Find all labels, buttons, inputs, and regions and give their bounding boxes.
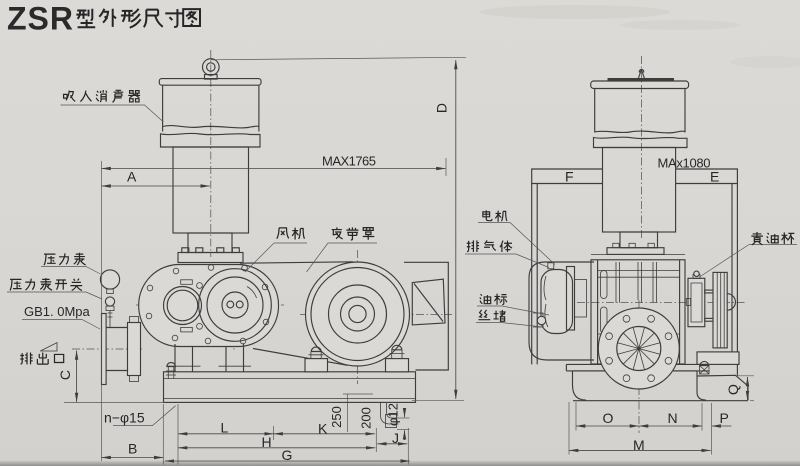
- svg-text:L: L: [221, 419, 229, 435]
- svg-text:E: E: [710, 169, 719, 185]
- svg-text:O: O: [603, 410, 614, 426]
- svg-text:ZSR: ZSR: [7, 1, 73, 37]
- svg-text:MAX1765: MAX1765: [322, 154, 376, 169]
- svg-text:J: J: [392, 430, 399, 446]
- svg-text:K: K: [318, 420, 328, 436]
- svg-text:GB1. 0Mpa: GB1. 0Mpa: [24, 304, 91, 319]
- svg-text:200: 200: [359, 407, 374, 429]
- svg-text:MAx1080: MAx1080: [658, 156, 711, 171]
- svg-text:φ12: φ12: [386, 403, 401, 426]
- svg-text:H: H: [262, 434, 272, 450]
- svg-text:M: M: [633, 437, 645, 453]
- svg-text:n−φ15: n−φ15: [104, 410, 145, 426]
- svg-text:N: N: [668, 410, 678, 426]
- svg-text:C: C: [57, 370, 73, 380]
- svg-text:F: F: [565, 169, 574, 185]
- svg-text:B: B: [128, 441, 137, 457]
- svg-text:A: A: [127, 169, 137, 185]
- svg-text:250: 250: [329, 406, 344, 428]
- svg-text:P: P: [720, 410, 729, 426]
- svg-text:Q: Q: [725, 384, 741, 395]
- svg-text:D: D: [434, 103, 450, 113]
- svg-text:G: G: [282, 447, 293, 463]
